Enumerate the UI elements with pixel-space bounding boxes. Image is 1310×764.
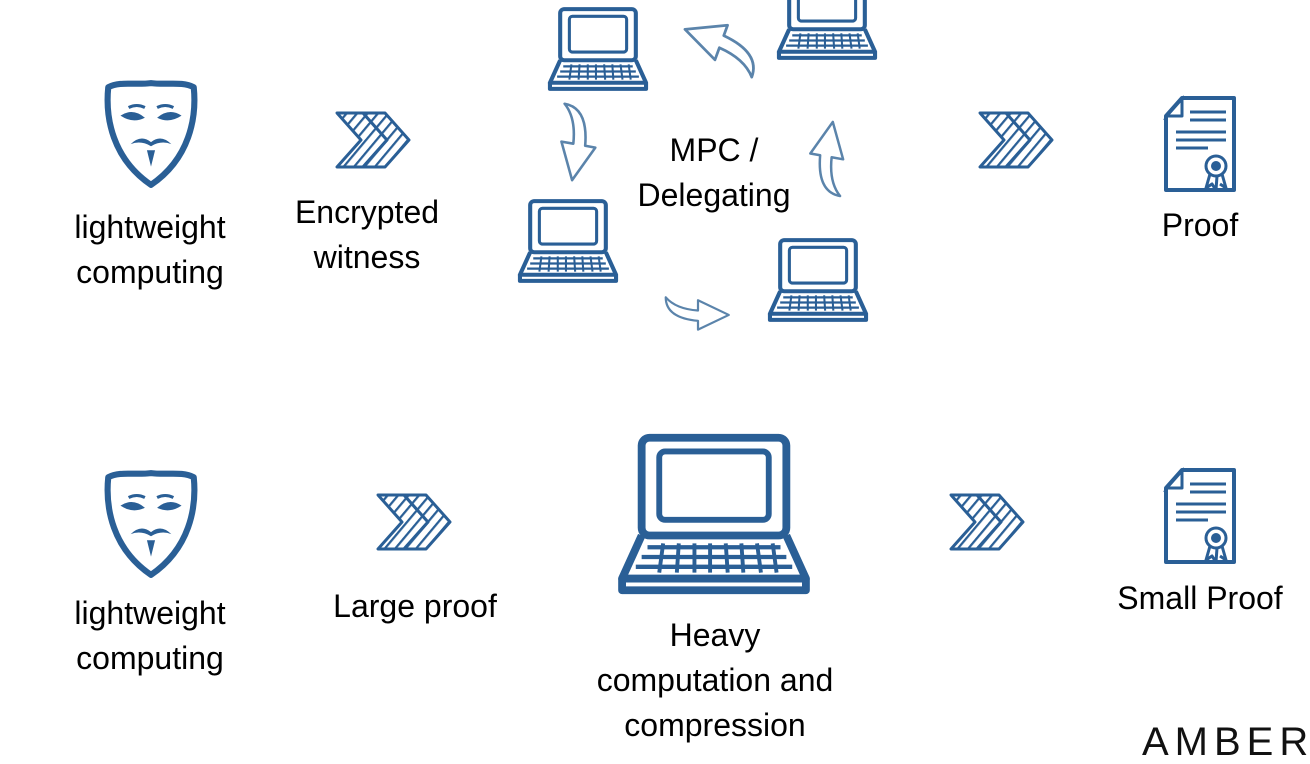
heavy-computation-label-line2: computation and (596, 662, 834, 698)
certificate-document-icon (1160, 94, 1240, 194)
mpc-label-line1: MPC / (669, 132, 759, 168)
top-step-label-line1: Encrypted (294, 194, 440, 230)
certificate-document-icon (1160, 466, 1240, 566)
laptop-icon (766, 234, 870, 326)
laptop-icon (516, 195, 620, 287)
double-chevron-arrow-icon (374, 485, 454, 559)
anonymous-mask-shield-icon (97, 77, 205, 191)
heavy-computation-label: Heavy computation and compression (560, 613, 870, 748)
laptop-icon (616, 426, 812, 602)
curved-arrow-icon (542, 97, 608, 191)
bottom-client-label: lightweight computing (55, 591, 245, 681)
mpc-label: MPC / Delegating (624, 128, 804, 218)
mpc-label-line2: Delegating (637, 177, 791, 213)
curved-arrow-icon (797, 105, 863, 208)
top-client-label-line1: lightweight (74, 209, 226, 245)
curved-arrow-icon (648, 290, 748, 334)
curved-arrow-icon (667, 4, 773, 88)
top-step-label: Encrypted witness (277, 190, 457, 280)
top-step-label-line2: witness (313, 239, 421, 275)
brand-logo: AMBER (1142, 720, 1310, 764)
heavy-computation-label-line3: compression (624, 707, 806, 743)
double-chevron-arrow-icon (333, 103, 413, 177)
bottom-client-label-line2: computing (76, 640, 224, 676)
bottom-step-label: Large proof (333, 588, 497, 624)
heavy-computation-label-line1: Heavy (669, 617, 761, 653)
double-chevron-arrow-icon (976, 103, 1056, 177)
top-client-label: lightweight computing (55, 205, 245, 295)
laptop-icon (546, 3, 650, 95)
laptop-icon (775, 0, 879, 64)
anonymous-mask-shield-icon (97, 467, 205, 581)
top-result-label: Proof (1161, 207, 1239, 243)
bottom-client-label-line1: lightweight (74, 595, 226, 631)
bottom-result-label: Small Proof (1117, 580, 1283, 616)
top-client-label-line2: computing (76, 254, 224, 290)
double-chevron-arrow-icon (947, 485, 1027, 559)
